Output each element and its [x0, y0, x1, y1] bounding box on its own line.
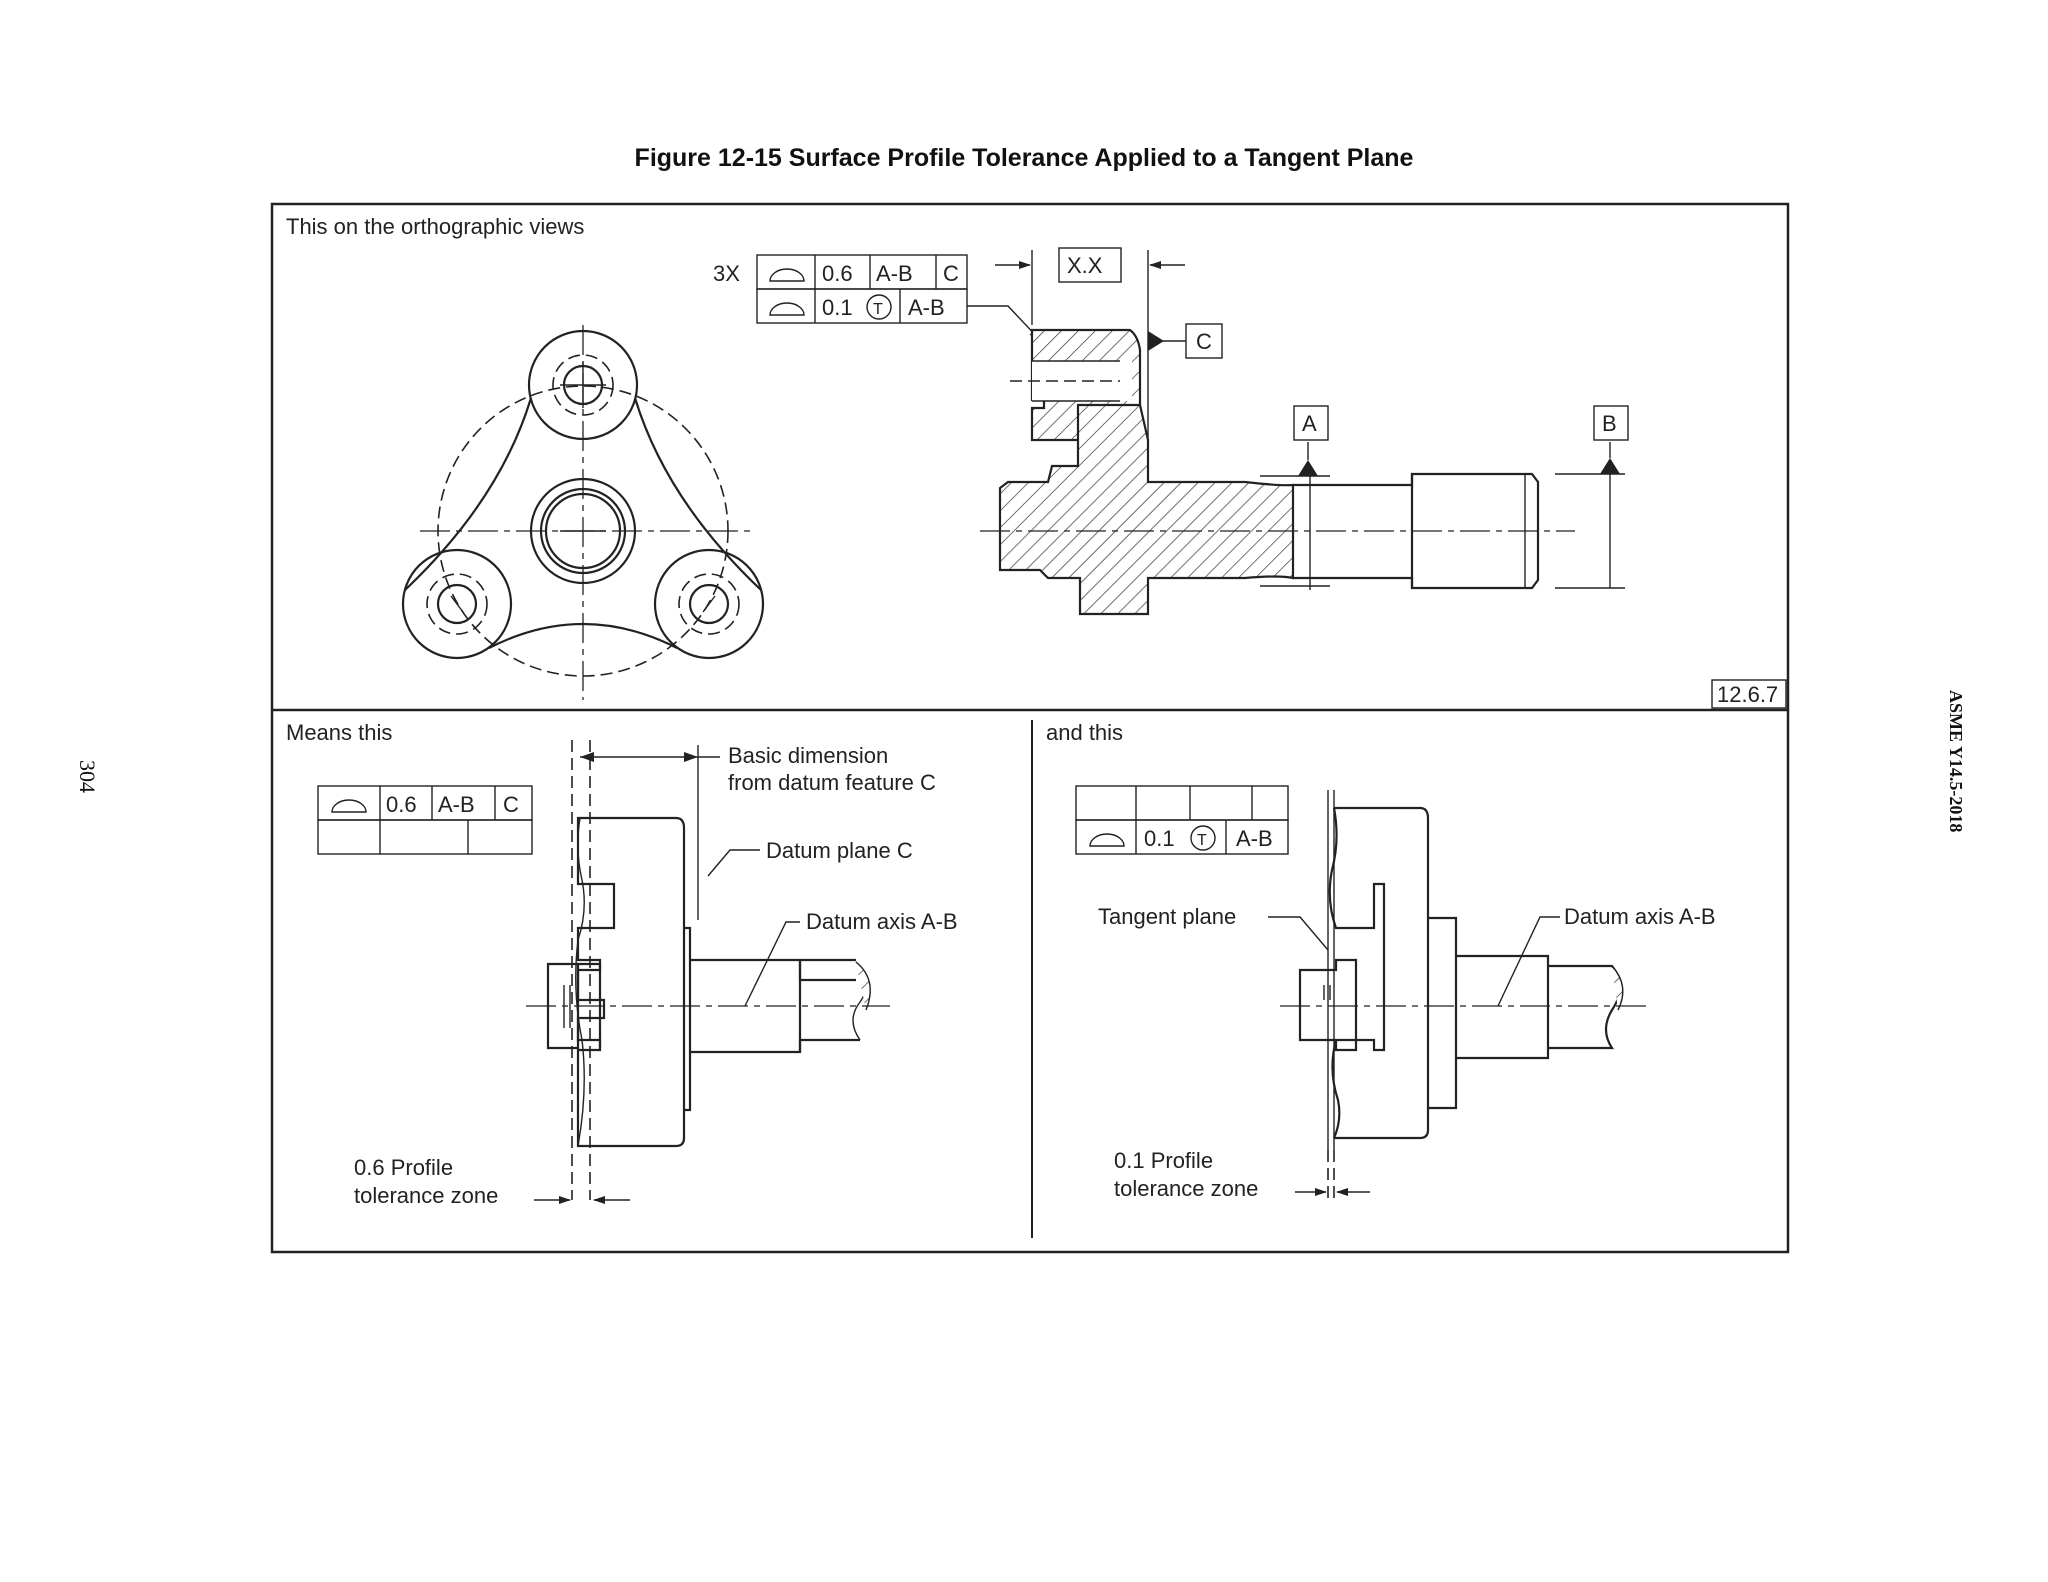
bottom-left-part	[526, 740, 890, 1204]
left-lobe-hole	[436, 583, 478, 625]
bl-zone-label-line1: 0.6 Profile	[354, 1155, 453, 1180]
section-reference-box	[1711, 679, 1787, 709]
fcf-row2-tolerance: 0.1	[822, 295, 853, 320]
left-lobe-hole-hidden	[426, 573, 488, 635]
bottom-right-fcf: 0.1 T A-B	[1075, 785, 1289, 855]
figure-frame	[270, 202, 1790, 1254]
bottom-right-part	[1268, 790, 1650, 1200]
right-lobe-hole-hidden	[678, 573, 740, 635]
section-reference: 12.6.7	[1717, 682, 1778, 707]
bl-datum-axis-label: Datum axis A-B	[806, 909, 958, 934]
basic-dimension-box	[1058, 247, 1122, 283]
datum-b-box	[1593, 405, 1629, 441]
bl-fcf-tolerance: 0.6	[386, 792, 417, 817]
br-datum-axis-label: Datum axis A-B	[1564, 904, 1716, 929]
bottom-left-fcf: 0.6 A-B C	[317, 785, 533, 855]
br-zone-label-line2: tolerance zone	[1114, 1176, 1258, 1201]
datum-plane-c-label: Datum plane C	[766, 838, 913, 863]
basic-dimension-label-line2: from datum feature C	[728, 770, 936, 795]
tangent-plane-modifier-icon	[1190, 825, 1216, 851]
datum-a-label: A	[1302, 411, 1317, 436]
basic-dimension-label-line1: Basic dimension	[728, 743, 888, 768]
br-fcf-modifier: T	[1197, 832, 1207, 849]
datum-c-label: C	[1196, 329, 1212, 354]
bl-zone-label-line2: tolerance zone	[354, 1183, 498, 1208]
bottom-right-caption: and this	[1046, 720, 1123, 745]
fcf-row2-datum1: A-B	[908, 295, 945, 320]
figure-title: Figure 12-15 Surface Profile Tolerance A…	[634, 144, 1414, 172]
fcf-row2-modifier: T	[873, 301, 883, 318]
profile-of-surface-icon	[769, 302, 805, 316]
tangent-plane-modifier-icon	[866, 294, 892, 320]
fcf-row1-datum2: C	[943, 261, 959, 286]
top-feature-control-frame: 0.6 A-B C 0.1 T A-B	[756, 254, 1041, 341]
web-arc-right	[633, 397, 762, 591]
br-fcf-tolerance: 0.1	[1144, 826, 1175, 851]
fcf-row1-tolerance: 0.6	[822, 261, 853, 286]
bottom-left-caption: Means this	[286, 720, 392, 745]
right-lobe-hole	[688, 583, 730, 625]
br-zone-label-line1: 0.1 Profile	[1114, 1148, 1213, 1173]
top-caption: This on the orthographic views	[286, 214, 584, 239]
bl-fcf-datum2: C	[503, 792, 519, 817]
front-view	[401, 325, 765, 700]
datum-b-label: B	[1602, 411, 1617, 436]
tangent-plane-label: Tangent plane	[1098, 904, 1236, 929]
datum-a-box	[1293, 405, 1329, 441]
fcf-multiplier: 3X	[713, 261, 740, 286]
datum-feature-triangle-icon	[1148, 331, 1164, 351]
profile-of-surface-icon	[769, 268, 805, 282]
right-lobe	[653, 548, 765, 660]
br-fcf-datum1: A-B	[1236, 826, 1273, 851]
section-view	[980, 328, 1625, 616]
profile-of-surface-icon	[1089, 833, 1125, 847]
left-lobe	[401, 548, 513, 660]
profile-of-surface-icon	[331, 799, 367, 813]
fcf-row1-datum1: A-B	[876, 261, 913, 286]
basic-dimension: X.X	[1067, 253, 1103, 278]
bl-fcf-datum1: A-B	[438, 792, 475, 817]
web-arc-left	[404, 397, 533, 591]
